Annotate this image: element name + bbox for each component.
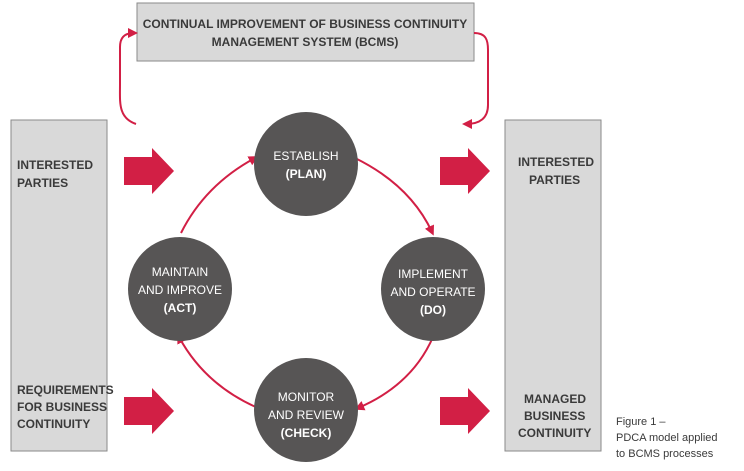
left-bottom-line2: FOR BUSINESS [17,400,107,414]
caption-line1: Figure 1 – [616,416,666,428]
loop-arrow-right [462,32,489,129]
bcms-box-line2: MANAGEMENT SYSTEM (BCMS) [212,35,399,49]
check-line2: AND REVIEW [268,408,345,422]
plan-circle [254,112,358,216]
bcms-box-line1: CONTINUAL IMPROVEMENT OF BUSINESS CONTIN… [143,17,467,31]
cycle-arrow-check-to-act [177,333,259,409]
check-line1: MONITOR [278,390,335,404]
act-line3: (ACT) [164,301,197,315]
input-arrow-top [124,148,174,194]
do-line2: AND OPERATE [390,285,475,299]
right-bottom-line1: MANAGED [524,392,586,406]
right-bottom-line3: CONTINUITY [518,426,591,440]
cycle-arrow-act-to-plan [180,156,259,234]
left-column-box [10,119,108,452]
right-column-box [504,119,602,452]
do-circle [381,237,485,341]
left-bottom-line3: CONTINUITY [17,417,90,431]
act-circle [128,237,232,341]
check-circle [254,358,358,462]
caption-line3: to BCMS processes [616,448,714,460]
caption-line2: PDCA model applied [616,432,718,444]
loop-arrow-left [118,28,138,125]
left-top-line1: INTERESTED [17,158,93,172]
do-line1: IMPLEMENT [398,267,469,281]
do-line3: (DO) [420,303,446,317]
right-bottom-line2: BUSINESS [524,409,585,423]
right-top-line2: PARTIES [529,173,580,187]
act-line1: MAINTAIN [152,265,208,279]
plan-line1: ESTABLISH [273,149,338,163]
bcms-box [136,2,475,62]
right-top-line1: INTERESTED [518,155,594,169]
act-line2: AND IMPROVE [138,283,222,297]
cycle-arrow-do-to-check [354,336,434,411]
output-arrow-bottom [440,388,490,434]
check-line3: (CHECK) [281,426,332,440]
cycle-arrow-plan-to-do [354,157,434,236]
output-arrow-top [440,148,490,194]
input-arrow-bottom [124,388,174,434]
left-bottom-line1: REQUIREMENTS [17,383,114,397]
plan-line2: (PLAN) [286,167,327,181]
left-top-line2: PARTIES [17,176,68,190]
